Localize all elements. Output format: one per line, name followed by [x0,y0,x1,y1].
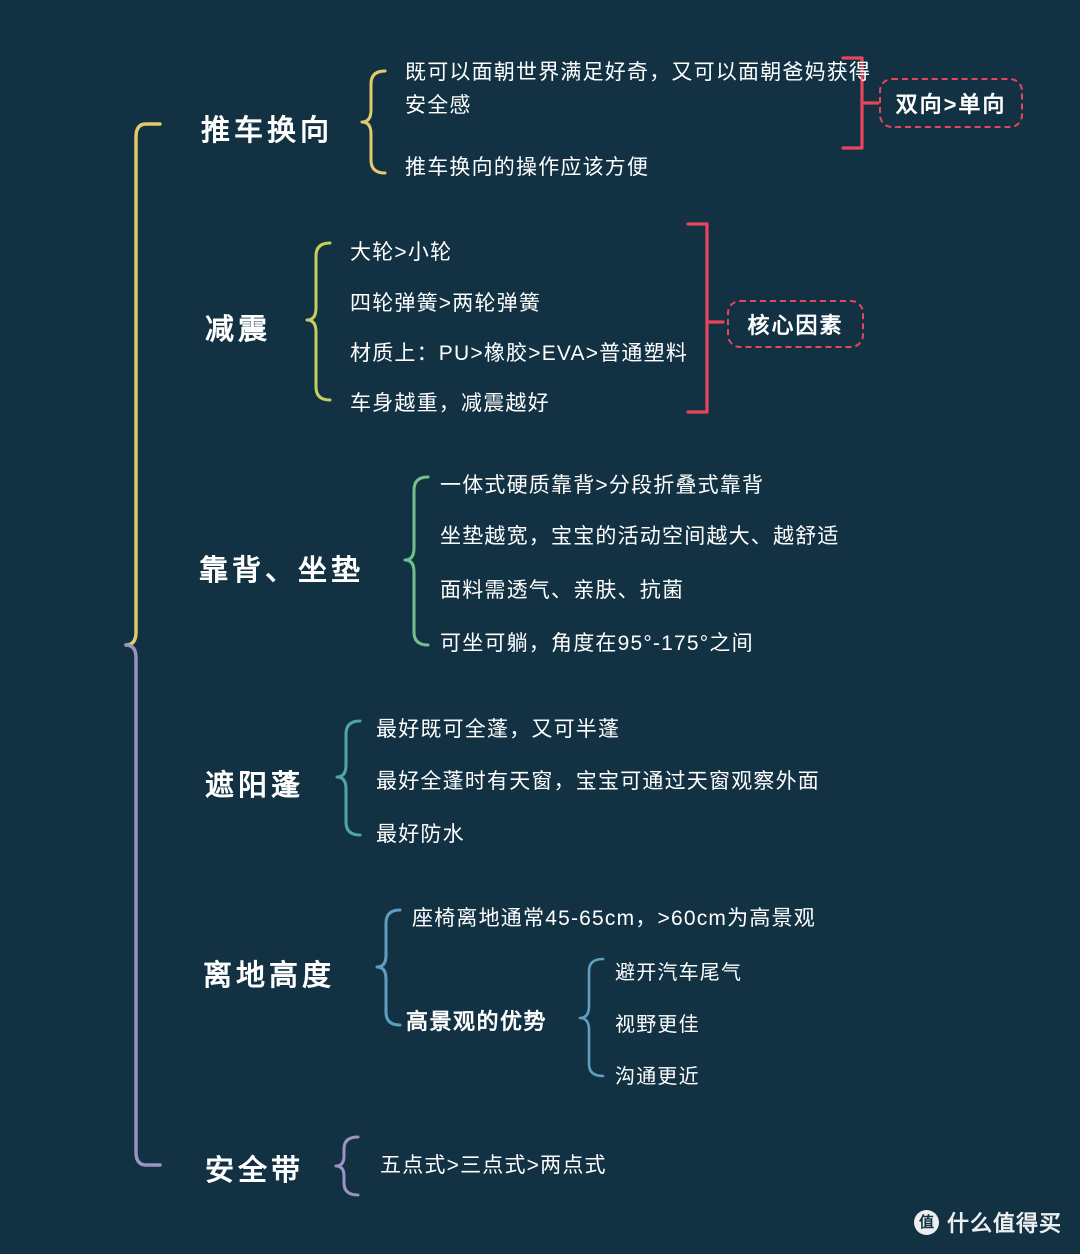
trunk-lower [124,643,162,1167]
subleaf-gaojingguan-3[interactable]: 沟通更近 [615,1066,700,1088]
brace-anquandai [334,1135,360,1197]
subleaf-gaojingguan-1[interactable]: 避开汽车尾气 [615,962,743,984]
leaf-kaobeizuodian-2[interactable]: 坐垫越宽，宝宝的活动空间越大、越舒适 [440,525,840,548]
branch-title-kaobeizuodian[interactable]: 靠背、坐垫 [199,555,365,587]
leaf-jianzhen-4[interactable]: 车身越重，减震越好 [350,392,550,415]
branch-title-jianzhen[interactable]: 减震 [205,314,272,346]
bracket-callout-2 [686,222,709,414]
brace-zheyangpeng [335,719,362,837]
callout-badge-hexinyinsu[interactable]: 核心因素 [727,300,864,348]
leaf-kaobeizuodian-3[interactable]: 面料需透气、亲肤、抗菌 [440,579,685,602]
leaf-kaobeizuodian-4[interactable]: 可坐可躺，角度在95°-175°之间 [440,632,754,655]
brace-gaojingguan-advantages [578,957,605,1078]
leaf-tuichehuanxiang-2[interactable]: 推车换向的操作应该方便 [405,156,650,179]
leaf-zheyangpeng-1[interactable]: 最好既可全蓬，又可半蓬 [376,718,621,741]
callout-badge-shuangxiang[interactable]: 双向>单向 [879,78,1023,128]
branch-title-anquandai[interactable]: 安全带 [205,1155,305,1187]
brace-tuichehuanxiang [360,69,387,175]
watermark-logo-icon: 值 [913,1209,939,1235]
brace-kaobeizuodian [403,475,430,647]
brace-jianzhen [305,241,332,402]
watermark: 值 什么值得买 [913,1206,1062,1238]
sub-parent-gaojingguan[interactable]: 高景观的优势 [406,1009,548,1034]
branch-title-zheyangpeng[interactable]: 遮阳蓬 [205,770,305,802]
trunk-upper [124,122,162,647]
leaf-anquandai-1[interactable]: 五点式>三点式>两点式 [380,1154,607,1177]
branch-title-tuichehuanxiang[interactable]: 推车换向 [201,115,334,147]
branch-title-ligaodu[interactable]: 离地高度 [203,960,336,992]
leaf-zheyangpeng-2[interactable]: 最好全蓬时有天窗，宝宝可通过天窗观察外面 [376,770,820,793]
leaf-kaobeizuodian-1[interactable]: 一体式硬质靠背>分段折叠式靠背 [440,474,765,497]
leaf-zheyangpeng-3[interactable]: 最好防水 [376,823,465,846]
leaf-jianzhen-3[interactable]: 材质上：PU>橡胶>EVA>普通塑料 [350,342,689,365]
brace-ligaodu [375,908,402,1027]
leaf-jianzhen-2[interactable]: 四轮弹簧>两轮弹簧 [350,292,542,315]
leaf-ligaodu-1[interactable]: 座椅离地通常45-65cm，>60cm为高景观 [412,907,816,930]
watermark-text: 什么值得买 [946,1211,1062,1236]
leaf-jianzhen-1[interactable]: 大轮>小轮 [350,241,453,264]
subleaf-gaojingguan-2[interactable]: 视野更佳 [615,1014,700,1036]
leaf-tuichehuanxiang-1[interactable]: 既可以面朝世界满足好奇，又可以面朝爸妈获得安全感 [405,61,872,117]
